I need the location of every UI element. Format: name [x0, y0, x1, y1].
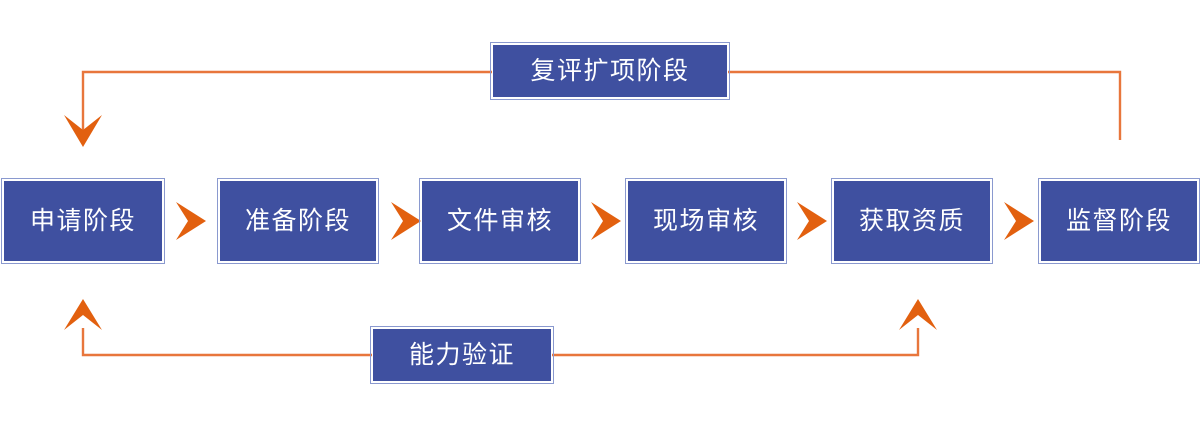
- chevron-right-icon-3: [591, 202, 621, 240]
- stage-box-application[interactable]: 申请阶段: [1, 178, 165, 264]
- bottom-loop-line-right: [552, 328, 920, 357]
- loop-box-reassessment-label: 复评扩项阶段: [530, 56, 690, 85]
- stage-box-obtain-qualification-label: 获取资质: [858, 206, 965, 235]
- chevron-right-icon-5: [1004, 202, 1034, 240]
- stage-box-preparation[interactable]: 准备阶段: [217, 178, 379, 264]
- chevron-right-icon-4: [797, 202, 827, 240]
- stage-box-preparation-label: 准备阶段: [244, 206, 351, 235]
- bottom-loop-arrowhead-up-left: [64, 299, 102, 330]
- stage-box-document-review[interactable]: 文件审核: [419, 178, 581, 264]
- top-loop-line-right: [728, 70, 1122, 140]
- stage-box-onsite-review-label: 现场审核: [652, 206, 759, 235]
- stage-box-onsite-review[interactable]: 现场审核: [625, 178, 787, 264]
- bottom-loop-line-left: [81, 328, 372, 357]
- top-loop-line-left: [81, 70, 492, 132]
- stage-box-application-label: 申请阶段: [29, 206, 136, 235]
- chevron-right-icon-1: [176, 202, 206, 240]
- stage-box-supervision[interactable]: 监督阶段: [1038, 178, 1200, 264]
- chevron-right-icon-2: [391, 202, 421, 240]
- stage-box-document-review-label: 文件审核: [446, 206, 553, 235]
- loop-box-proficiency-testing[interactable]: 能力验证: [370, 326, 554, 384]
- bottom-loop-arrowhead-up-right: [899, 299, 937, 330]
- loop-box-reassessment[interactable]: 复评扩项阶段: [490, 42, 730, 100]
- stage-box-supervision-label: 监督阶段: [1065, 206, 1172, 235]
- loop-box-proficiency-testing-label: 能力验证: [408, 340, 515, 369]
- top-loop-arrowhead-down: [64, 115, 102, 147]
- stage-box-obtain-qualification[interactable]: 获取资质: [831, 178, 993, 264]
